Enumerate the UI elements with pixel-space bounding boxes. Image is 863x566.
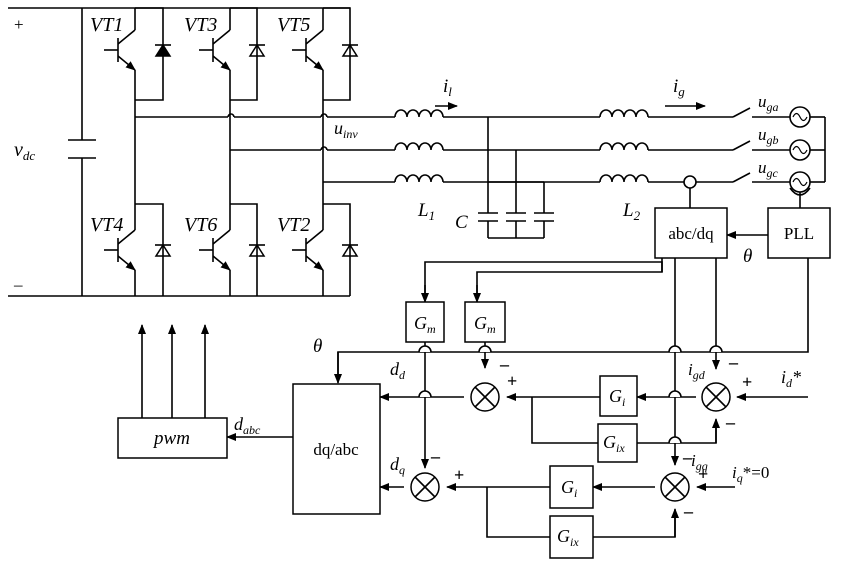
dc-minus: – [13, 275, 23, 294]
transistor-vt2 [292, 230, 323, 270]
filter-capacitors [478, 117, 554, 238]
l1-label: L1 [417, 200, 435, 223]
pll-text: PLL [784, 224, 814, 243]
abc-dq-text: abc/dq [668, 224, 714, 243]
ig-label: ig [673, 76, 685, 99]
dd-label: dd [390, 359, 406, 382]
crossings [419, 346, 722, 443]
dc-link [8, 8, 350, 296]
pwm-text: pwm [152, 428, 190, 449]
sign-q-outer-minus2: – [683, 501, 694, 521]
label-vt2: VT2 [277, 214, 310, 236]
idref-label: id* [781, 367, 801, 390]
sum-q-outer [661, 473, 689, 501]
grid-sources [790, 107, 825, 195]
label-vt3: VT3 [184, 14, 217, 36]
sign-d-inner-plus: + [507, 371, 517, 391]
sign-q-inner-plus: + [454, 465, 464, 485]
sign-q-outer-minus: – [682, 447, 693, 467]
l2-label: L2 [622, 200, 641, 223]
dc-capacitor [68, 140, 96, 158]
theta-label-2: θ [313, 336, 322, 357]
vdc-label: vdc [14, 139, 35, 163]
ugb-label: ugb [758, 125, 779, 147]
dq-label: dq [390, 454, 405, 477]
sum-q-inner [411, 473, 439, 501]
transistor-vt6 [199, 230, 230, 270]
transistor-vt3 [199, 30, 230, 70]
label-vt1: VT1 [90, 14, 123, 36]
diode-d1 [155, 45, 171, 56]
sign-q-inner-minus: – [430, 446, 441, 466]
sum-d-outer [702, 383, 730, 411]
inductor-l2 [600, 110, 648, 182]
dc-plus: + [14, 15, 24, 34]
uga-label: uga [758, 92, 779, 114]
transistor-vt1 [104, 30, 135, 70]
ugc-label: ugc [758, 158, 779, 180]
label-vt5: VT5 [277, 14, 310, 36]
dq-abc-text: dq/abc [313, 440, 359, 459]
transistor-vt4 [104, 230, 135, 270]
inverter-bridge [104, 8, 358, 296]
transistor-vt5 [292, 30, 323, 70]
igd-label: igd [688, 360, 706, 382]
sign-d-outer-minus: – [728, 352, 739, 372]
sign-q-outer-plus: + [698, 464, 708, 484]
sign-d-outer-plus: + [742, 372, 752, 392]
sign-d-outer-minus2: – [725, 412, 736, 432]
sum-d-inner [471, 383, 499, 411]
theta-label-1: θ [743, 246, 752, 267]
il-label: il [443, 76, 452, 99]
iqref-label: iq*=0 [732, 463, 769, 485]
uinv-label: uinv [334, 118, 358, 141]
labels: + – vdc VT1 VT3 VT5 VT4 VT6 VT2 il ig ui… [13, 14, 814, 549]
label-vt6: VT6 [184, 214, 217, 236]
c-label: C [455, 212, 468, 233]
inductor-l1 [395, 110, 443, 182]
control-blocks [118, 208, 830, 558]
dabc-label: dabc [234, 414, 261, 437]
label-vt4: VT4 [90, 214, 123, 236]
